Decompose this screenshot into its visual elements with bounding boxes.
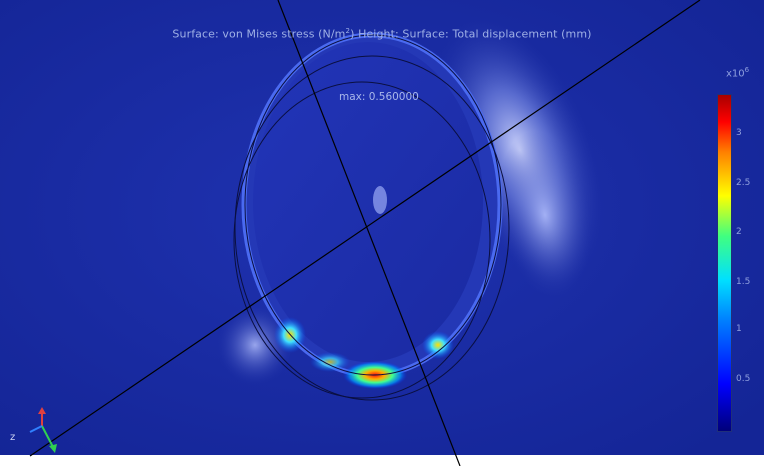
- colorbar-scale-factor: x106: [726, 66, 749, 79]
- axis-z-label: z: [10, 432, 16, 443]
- colorbar-tick-label: 3: [736, 128, 742, 138]
- axis-x-head: [38, 407, 46, 414]
- stress-region-right: [422, 331, 454, 359]
- axis-z-arrow: [29, 425, 43, 433]
- cut-line-vertical: [277, 0, 461, 466]
- colorbar-tick-label: 1: [736, 324, 742, 334]
- edge-outline-inner: [233, 81, 491, 399]
- bottom-margin: [0, 455, 764, 466]
- plot-title-exponent: 2: [345, 27, 351, 35]
- stress-region-mid-left: [310, 352, 350, 372]
- colorbar-tick-label: 2: [736, 227, 742, 237]
- edge-outline-outer: [234, 55, 510, 401]
- plot-title: Surface: von Mises stress (N/m2) Height:…: [0, 27, 764, 41]
- colorbar-tick-label: 2.5: [736, 178, 751, 188]
- colorbar-scale-base: x10: [726, 68, 745, 80]
- axis-y-head: [49, 444, 57, 453]
- hole-glint: [373, 186, 387, 214]
- hole-interior: [253, 42, 483, 362]
- cut-line-diagonal: [29, 0, 701, 457]
- axis-y-arrow: [41, 425, 54, 448]
- colorbar-scale-exponent: 6: [744, 66, 750, 74]
- max-value-label: max: 0.560000: [339, 91, 419, 103]
- colorbar-tick-label: 1.5: [736, 277, 751, 287]
- surface-highlight-lower: [498, 130, 592, 300]
- colorbar-legend: [717, 94, 732, 432]
- surface-highlight-left: [217, 305, 293, 385]
- plot-title-main: Surface: von Mises stress (N/m: [172, 27, 346, 41]
- colorbar-tick-label: 0.5: [736, 374, 751, 384]
- axes-triad: [29, 407, 57, 453]
- edge-outline-hole: [244, 34, 502, 376]
- plot-title-rest: ) Height: Surface: Total displacement (m…: [350, 27, 592, 41]
